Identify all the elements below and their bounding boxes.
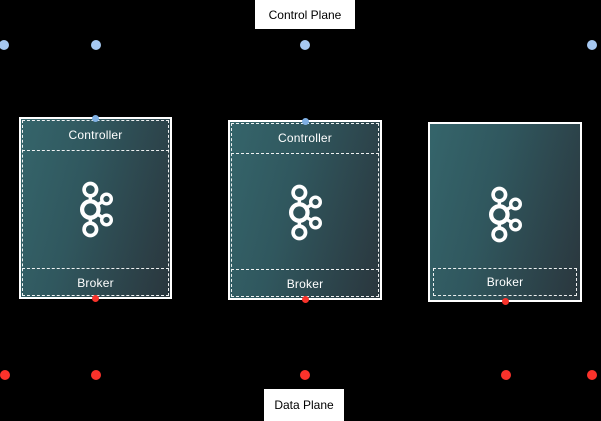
control-plane-text: Control Plane (268, 7, 342, 22)
kafka-node-3: Broker (428, 122, 582, 305)
controller-section: Controller (22, 120, 169, 151)
controller-section-label: Controller (277, 131, 333, 145)
data-plane-text: Data Plane (274, 398, 334, 412)
controller-connection-dot (301, 118, 309, 125)
broker-endpoint-dot (0, 370, 10, 380)
broker-connection-dot (301, 296, 309, 303)
controller-endpoint-dot (91, 40, 101, 50)
control-plane-label: Control Plane (255, 0, 355, 29)
broker-endpoint-dot (91, 370, 101, 380)
broker-section: Broker (231, 269, 379, 297)
broker-section-label: Broker (77, 275, 114, 290)
kafka-logo-icon (79, 181, 113, 238)
kafka-logo-icon (288, 184, 322, 241)
kafka-node-1: Controller Broker (19, 115, 172, 302)
broker-endpoint-dot (587, 370, 597, 380)
broker-connection-dot (501, 298, 509, 305)
controller-endpoint-dot (587, 40, 597, 50)
controller-endpoint-dot (0, 40, 9, 50)
kafka-logo-icon (488, 186, 522, 243)
controller-connection-dot (92, 115, 99, 122)
controller-section-label: Controller (68, 128, 123, 142)
kafka-node-2: Controller Broker (228, 118, 382, 303)
broker-section-label: Broker (286, 276, 324, 291)
broker-section-label: Broker (486, 275, 524, 289)
controller-endpoint-dot (300, 40, 310, 50)
broker-section: Broker (22, 268, 169, 296)
broker-section: Broker (433, 268, 577, 296)
data-plane-label: Data Plane (264, 389, 344, 421)
controller-section: Controller (231, 123, 379, 154)
broker-endpoint-dot (501, 370, 511, 380)
broker-connection-dot (92, 295, 99, 302)
broker-endpoint-dot (300, 370, 310, 380)
